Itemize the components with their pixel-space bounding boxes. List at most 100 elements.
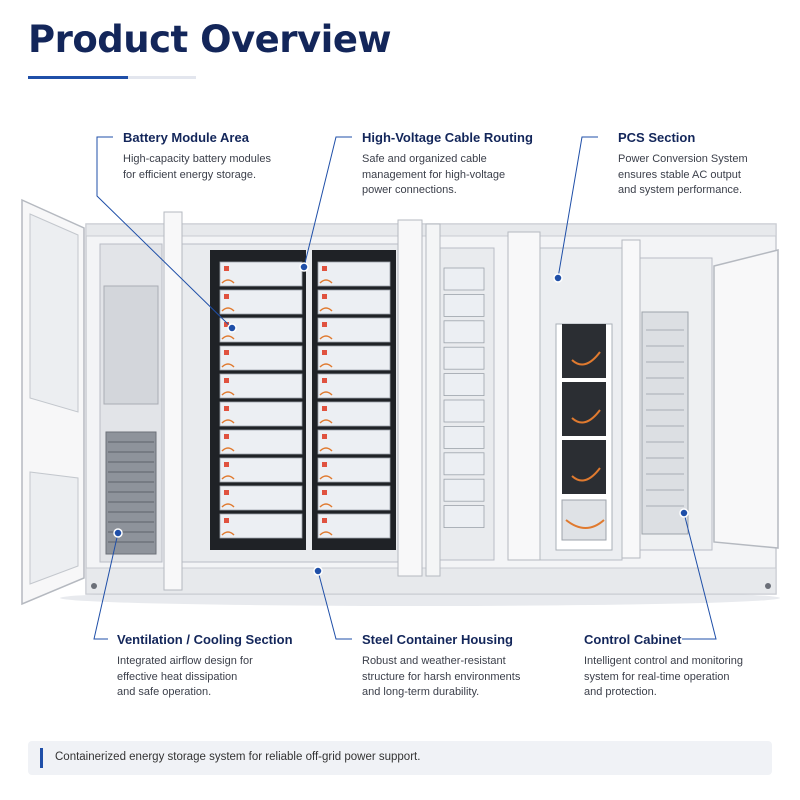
- battery-module: [443, 425, 485, 449]
- battery-cable: [319, 391, 333, 396]
- battery-terminal-tag: [224, 434, 229, 439]
- mesh-door-left: [21, 198, 85, 606]
- callout-ventilation-cooling-section: Ventilation / Cooling Section Integrated…: [117, 632, 337, 701]
- callout-line: and long-term durability.: [362, 686, 480, 698]
- battery-terminal-tag: [224, 322, 229, 327]
- battery-module: [443, 452, 485, 476]
- battery-cable: [319, 531, 333, 536]
- callout-line: effective heat dissipation: [117, 670, 238, 683]
- leader-line-control: [682, 512, 717, 640]
- battery-cable: [319, 335, 333, 340]
- callout-title: Steel Container Housing: [362, 632, 513, 647]
- callout-title: Control Cabinet: [584, 632, 682, 647]
- pcs-unit: [562, 324, 606, 378]
- battery-cable: [221, 531, 235, 536]
- marker-dot-ventilation: [113, 528, 123, 538]
- marker-dot-pcs: [553, 273, 563, 283]
- battery-cable: [319, 419, 333, 424]
- battery-module: [317, 401, 391, 427]
- battery-module: [219, 261, 303, 287]
- battery-module: [317, 261, 391, 287]
- door-leaf: [621, 239, 641, 559]
- battery-module: [219, 345, 303, 371]
- corner-fitting: [91, 583, 97, 589]
- ventilation-bay: [99, 243, 163, 563]
- battery-cable: [319, 503, 333, 508]
- callout-line: Safe and organized cable: [362, 153, 487, 165]
- battery-module: [443, 267, 485, 291]
- caption-bar: Containerized energy storage system for …: [28, 741, 772, 775]
- battery-cable: [221, 447, 235, 452]
- battery-terminal-tag: [224, 518, 229, 523]
- battery-cable: [319, 279, 333, 284]
- battery-module: [443, 478, 485, 502]
- battery-module: [443, 373, 485, 397]
- battery-terminal-tag: [224, 294, 229, 299]
- battery-terminal-tag: [322, 266, 327, 271]
- callout-line: power connections.: [362, 184, 457, 196]
- control-cabinet-door: [713, 249, 779, 549]
- battery-cable: [221, 391, 235, 396]
- control-cabinet: [641, 311, 689, 535]
- battery-module: [317, 289, 391, 315]
- callout-battery-module-area: Battery Module Area High-capacity batter…: [123, 130, 323, 183]
- battery-module: [317, 317, 391, 343]
- battery-module: [219, 485, 303, 511]
- battery-cable: [221, 279, 235, 284]
- page-title: Product Overview: [28, 18, 392, 61]
- battery-bay: [181, 243, 401, 563]
- marker-dot-battery: [227, 323, 237, 333]
- battery-module: [219, 457, 303, 483]
- marker-dot-cable: [299, 262, 309, 272]
- battery-module: [219, 317, 303, 343]
- caption-accent-mark: [40, 748, 43, 768]
- callout-pcs-section: PCS Section Power Conversion System ensu…: [618, 130, 788, 199]
- callout-line: High-capacity battery modules: [123, 153, 271, 165]
- battery-cable: [221, 307, 235, 312]
- battery-terminal-tag: [322, 462, 327, 467]
- battery-cable: [319, 447, 333, 452]
- leader-line-container: [317, 570, 352, 640]
- callout-line: and safe operation.: [117, 686, 212, 698]
- battery-module: [219, 513, 303, 539]
- battery-terminal-tag: [322, 518, 327, 523]
- pcs-cable: [571, 467, 601, 482]
- battery-module: [219, 429, 303, 455]
- battery-terminal-tag: [224, 378, 229, 383]
- callout-line: structure for harsh environments: [362, 670, 521, 683]
- battery-rack-right: [312, 250, 396, 550]
- battery-cable: [221, 363, 235, 368]
- battery-cable: [221, 475, 235, 480]
- battery-module: [317, 429, 391, 455]
- pcs-cable: [571, 351, 601, 366]
- pcs-unit: [561, 499, 607, 541]
- container-shadow: [60, 590, 780, 606]
- battery-terminal-tag: [224, 350, 229, 355]
- cable-routing-bay: [439, 247, 495, 561]
- battery-terminal-tag: [322, 350, 327, 355]
- callout-title: High-Voltage Cable Routing: [362, 130, 533, 145]
- door-leaf: [163, 211, 183, 591]
- door-leaf: [507, 231, 541, 561]
- callout-steel-container-housing: Steel Container Housing Robust and weath…: [362, 632, 572, 701]
- pcs-rack: [555, 323, 613, 551]
- callout-line: system for real-time operation: [584, 670, 730, 683]
- battery-terminal-tag: [224, 490, 229, 495]
- title-underline-accent: [28, 76, 128, 79]
- callout-description: Robust and weather-resistant structure f…: [362, 654, 572, 701]
- callout-description: Intelligent control and monitoring syste…: [584, 654, 784, 701]
- battery-cable: [319, 475, 333, 480]
- battery-terminal-tag: [322, 294, 327, 299]
- battery-module: [317, 513, 391, 539]
- callout-description: Power Conversion System ensures stable A…: [618, 152, 788, 199]
- callout-line: and system performance.: [618, 184, 743, 196]
- callout-line: for efficient energy storage.: [123, 168, 257, 181]
- marker-dot-container: [313, 566, 323, 576]
- battery-cable: [221, 503, 235, 508]
- callout-line: Power Conversion System: [618, 153, 748, 165]
- callout-line: Intelligent control and monitoring: [584, 655, 743, 667]
- callout-line: Integrated airflow design for: [117, 655, 253, 667]
- leader-line-ventilation: [93, 532, 119, 640]
- battery-modules-mid: [443, 267, 485, 529]
- battery-module: [443, 399, 485, 423]
